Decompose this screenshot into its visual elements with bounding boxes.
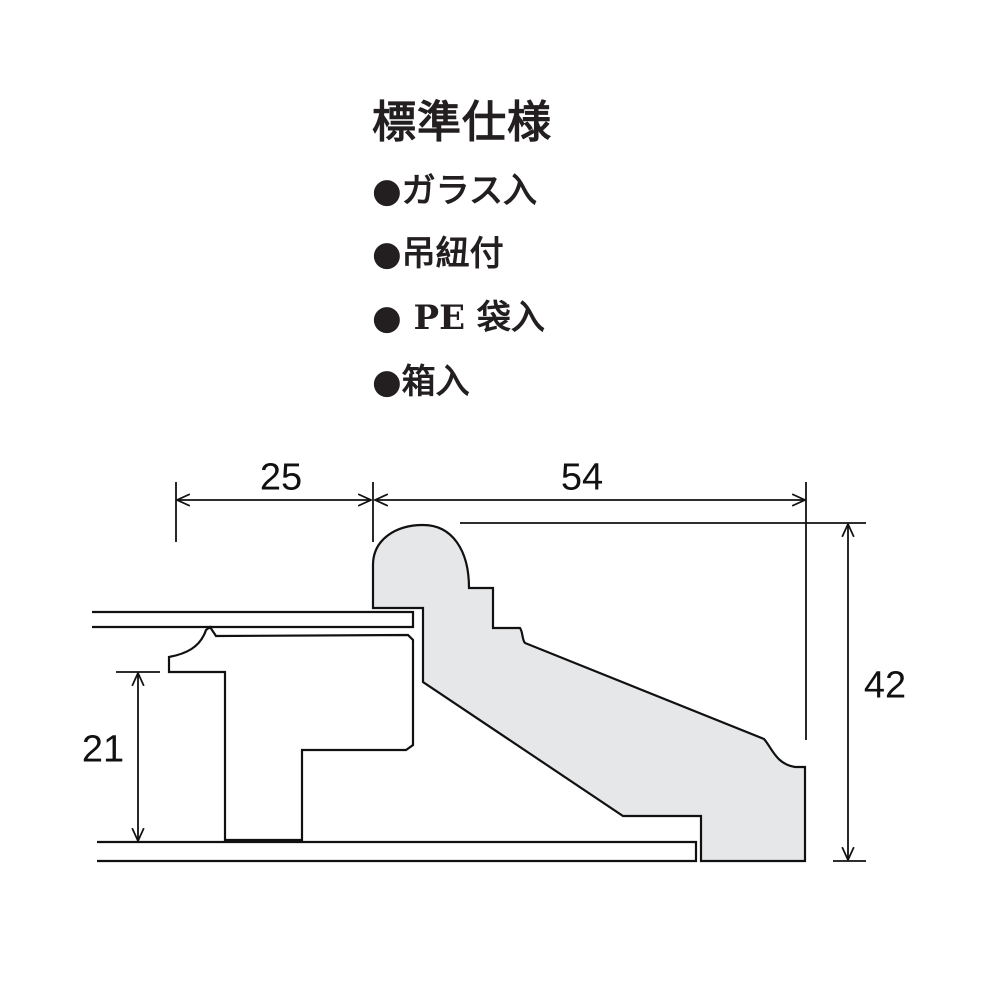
- dimension-label-21: 21: [81, 728, 125, 771]
- backing-board: [167, 625, 415, 842]
- spec-item-glass: ●ガラス入: [372, 171, 537, 211]
- dimension-label-25: 25: [259, 456, 303, 499]
- spec-item-pe-bag: ● PE 袋入: [372, 298, 545, 338]
- spec-item-hanging-cord: ●吊紐付: [372, 234, 504, 274]
- base-board: [97, 840, 698, 863]
- dimension-label-54: 54: [560, 456, 604, 499]
- spec-title: 標準仕様: [372, 97, 552, 148]
- dimension-label-42: 42: [863, 664, 907, 707]
- frame-moulding-profile: [371, 523, 807, 863]
- spec-item-box: ●箱入: [372, 362, 470, 402]
- glass-pane: [92, 610, 415, 629]
